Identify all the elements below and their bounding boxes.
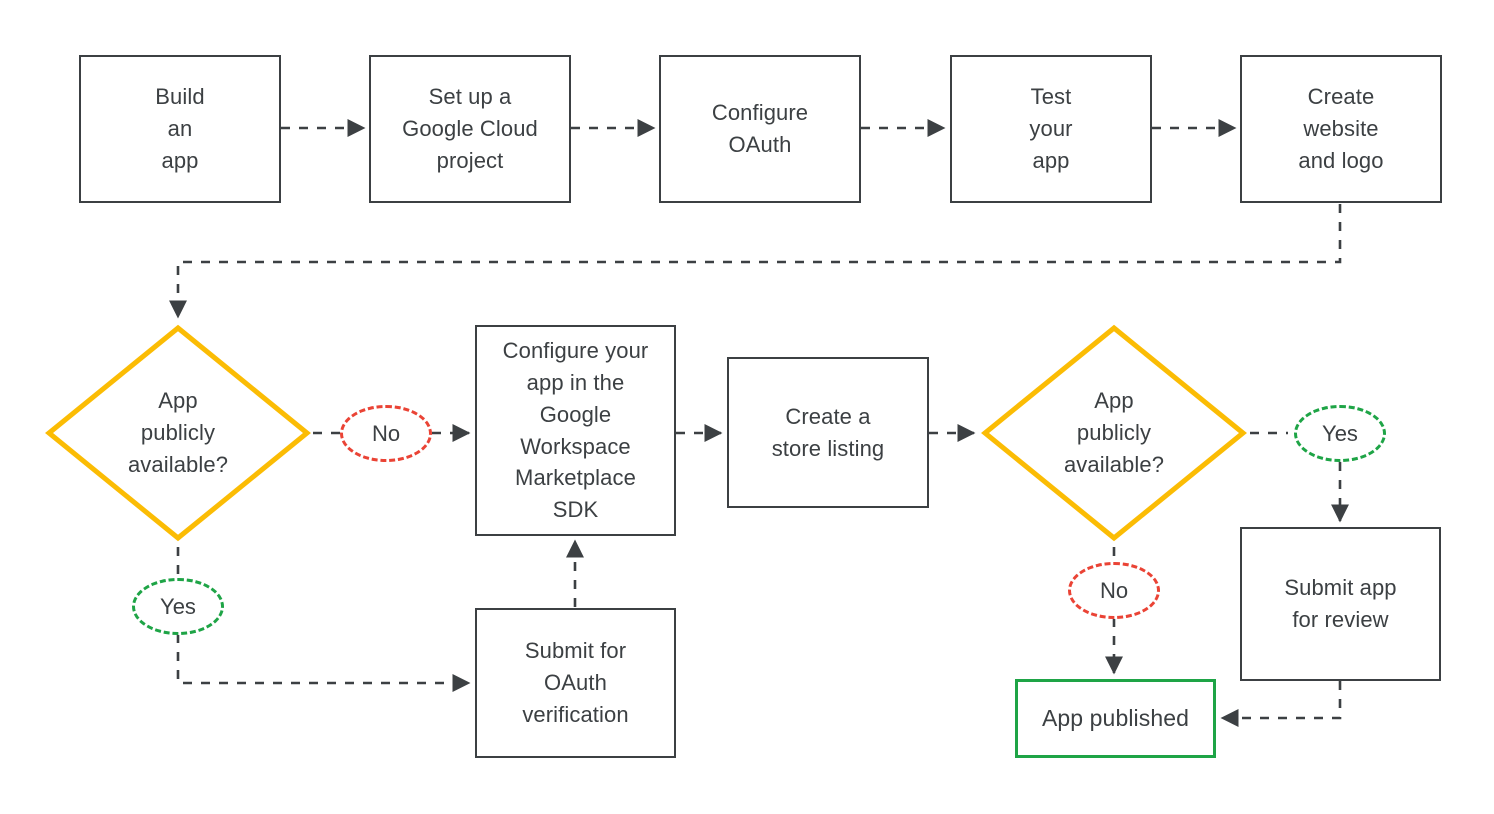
node-label: Configure your app in the Google Workspa… <box>502 337 649 523</box>
edge-label-text: Yes <box>160 593 196 619</box>
node-decision-app-publicly-available-left[interactable]: App publicly available? <box>44 323 312 543</box>
node-label: Create a store listing <box>771 403 885 461</box>
node-label: App published <box>1041 704 1190 731</box>
node-test-your-app[interactable]: Test your app <box>950 55 1152 203</box>
node-set-up-google-cloud-project[interactable]: Set up a Google Cloud project <box>369 55 571 203</box>
node-label: App publicly available? <box>1063 388 1165 477</box>
node-label: Build an app <box>155 84 205 173</box>
edge-yes-to-submit-oauth <box>176 634 471 693</box>
edge-label-yes-right: Yes <box>1294 405 1386 462</box>
node-create-website-and-logo[interactable]: Create website and logo <box>1240 55 1442 203</box>
edge-label-text: No <box>1099 577 1129 603</box>
node-label: Configure OAuth <box>711 100 809 157</box>
edge-label-no-right: No <box>1068 562 1160 619</box>
edge-label-no-left: No <box>340 405 432 462</box>
node-label: Submit for OAuth verification <box>522 638 629 727</box>
edge-label-text: No <box>371 420 401 446</box>
node-submit-for-oauth-verification[interactable]: Submit for OAuth verification <box>475 608 676 758</box>
diamond-shape <box>981 324 1247 542</box>
node-app-published[interactable]: App published <box>1015 679 1216 758</box>
node-label: Test your app <box>1029 84 1073 173</box>
node-submit-app-for-review[interactable]: Submit app for review <box>1240 527 1441 681</box>
node-create-a-store-listing[interactable]: Create a store listing <box>727 357 929 508</box>
node-configure-oauth[interactable]: Configure OAuth <box>659 55 861 203</box>
node-build-an-app[interactable]: Build an app <box>79 55 281 203</box>
node-label: Set up a Google Cloud project <box>402 84 538 173</box>
edge-submit-review-to-app-published <box>1220 681 1342 728</box>
node-label: Create website and logo <box>1298 84 1384 173</box>
node-label: App publicly available? <box>127 388 229 477</box>
node-label: Submit app for review <box>1284 575 1397 632</box>
edge-label-text: Yes <box>1322 420 1358 446</box>
node-configure-app-in-marketplace-sdk[interactable]: Configure your app in the Google Workspa… <box>475 325 676 536</box>
edge-website-to-decision-left <box>168 204 1342 319</box>
edge-label-yes-left: Yes <box>132 578 224 635</box>
node-decision-app-publicly-available-right[interactable]: App publicly available? <box>980 323 1248 543</box>
diamond-shape <box>45 324 311 542</box>
